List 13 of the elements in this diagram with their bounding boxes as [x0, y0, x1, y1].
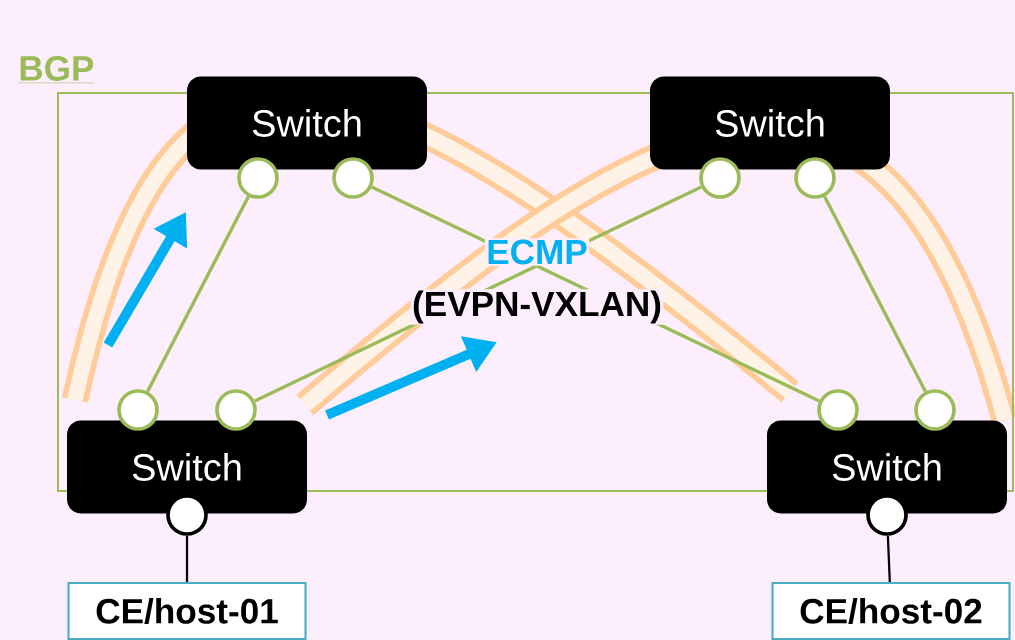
- node-label: BGP: [20, 56, 94, 81]
- overlay-label: (EVPN-VXLAN): [410, 289, 664, 325]
- link-line: [823, 195, 927, 393]
- switch-box: Switch: [187, 76, 427, 170]
- switch-box: Switch: [650, 76, 890, 170]
- link-line: [886, 535, 891, 582]
- link-line: [146, 195, 250, 393]
- switch-box: Switch: [67, 420, 307, 514]
- host-box: CE/host-01: [67, 581, 307, 640]
- switch-box: Switch: [767, 420, 1007, 514]
- ecmp-label: ECMP: [484, 238, 590, 266]
- host-box: CE/host-02: [771, 581, 1011, 640]
- link-line: [185, 535, 189, 582]
